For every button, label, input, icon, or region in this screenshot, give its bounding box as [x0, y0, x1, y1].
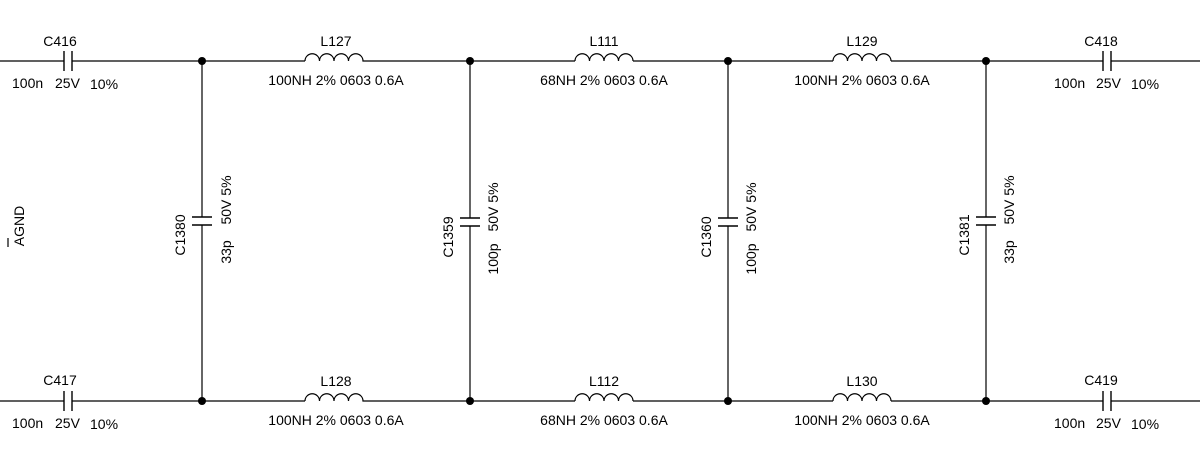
capacitor-c1381-symbol — [976, 61, 996, 401]
c1380-ref: C1380 — [172, 214, 188, 255]
c1359-rating: 50V 5% — [485, 182, 501, 231]
capacitor-c1359-symbol — [460, 61, 480, 401]
junction-node — [198, 397, 206, 405]
inductor-l127-symbol — [304, 53, 365, 62]
c418-ref: C418 — [1084, 33, 1118, 49]
c416-voltage: 25V — [55, 75, 81, 91]
l111-ref: L111 — [589, 33, 618, 49]
capacitor-c419-symbol — [1102, 391, 1112, 411]
l129-spec: 100NH 2% 0603 0.6A — [794, 72, 930, 88]
c416-value: 100n — [12, 75, 43, 91]
capacitor-c1360-symbol — [718, 61, 738, 401]
c1381-ref: C1381 — [956, 214, 972, 255]
c1380-value: 33p — [218, 240, 234, 264]
inductor-l111-symbol — [574, 53, 634, 62]
inductor-l129-symbol — [832, 53, 892, 62]
c419-voltage: 25V — [1096, 415, 1122, 431]
junction-node — [982, 57, 990, 65]
c1381-value: 33p — [1001, 240, 1017, 264]
c419-value: 100n — [1054, 415, 1085, 431]
junction-node — [724, 57, 732, 65]
inductor-l128-symbol — [304, 393, 365, 402]
l111-spec: 68NH 2% 0603 0.6A — [540, 72, 668, 88]
junction-node — [466, 57, 474, 65]
junction-node — [198, 57, 206, 65]
capacitor-c417-symbol — [63, 391, 73, 411]
c419-tolerance: 10% — [1131, 416, 1159, 432]
c418-value: 100n — [1054, 75, 1085, 91]
l112-spec: 68NH 2% 0603 0.6A — [540, 412, 668, 428]
capacitor-c418-symbol — [1102, 51, 1112, 71]
l128-ref: L128 — [320, 373, 351, 389]
c418-voltage: 25V — [1096, 75, 1122, 91]
c417-tolerance: 10% — [90, 416, 118, 432]
junction-node — [466, 397, 474, 405]
l129-ref: L129 — [846, 33, 877, 49]
c1380-rating: 50V 5% — [218, 175, 234, 224]
svg-text:AGND: AGND — [11, 206, 27, 246]
l127-spec: 100NH 2% 0603 0.6A — [268, 72, 404, 88]
c1381-rating: 50V 5% — [1001, 175, 1017, 224]
c417-voltage: 25V — [55, 415, 81, 431]
c1360-ref: C1360 — [698, 216, 714, 257]
capacitor-c416-symbol — [63, 51, 73, 71]
c418-tolerance: 10% — [1131, 76, 1159, 92]
c1359-ref: C1359 — [440, 216, 456, 257]
inductor-l130-symbol — [832, 393, 892, 402]
l112-ref: L112 — [589, 373, 619, 389]
l130-spec: 100NH 2% 0603 0.6A — [794, 412, 930, 428]
net-label-agnd: AGND — [7, 206, 27, 247]
l130-ref: L130 — [846, 373, 877, 389]
l128-spec: 100NH 2% 0603 0.6A — [268, 412, 404, 428]
junction-nodes — [198, 57, 990, 405]
c417-value: 100n — [12, 415, 43, 431]
capacitor-c1380-symbol — [192, 61, 212, 401]
junction-node — [982, 397, 990, 405]
c417-ref: C417 — [43, 372, 77, 388]
c419-ref: C419 — [1084, 372, 1118, 388]
junction-node — [724, 397, 732, 405]
c416-tolerance: 10% — [90, 76, 118, 92]
c416-ref: C416 — [43, 33, 77, 49]
inductor-l112-symbol — [574, 393, 634, 402]
c1359-value: 100p — [485, 243, 501, 274]
c1360-rating: 50V 5% — [743, 182, 759, 231]
l127-ref: L127 — [320, 33, 351, 49]
c1360-value: 100p — [743, 243, 759, 274]
